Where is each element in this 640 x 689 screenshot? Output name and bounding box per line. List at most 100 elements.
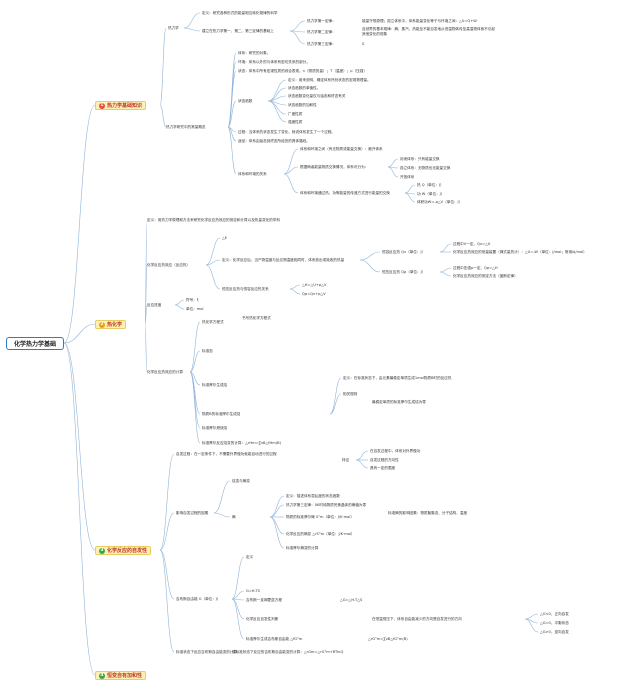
node: 定义 bbox=[246, 555, 254, 559]
connector-line bbox=[159, 512, 175, 551]
node: 非标准状态下反应的吉布斯自由能变的计算：△rGm=△rG°m+RTlnQ bbox=[232, 650, 344, 654]
node: 体系和环境通过热、功等能量的传递方式进行能量的交换 bbox=[300, 191, 390, 195]
connector-line bbox=[269, 495, 285, 518]
node: 化学反应热效应的测定方法（盖斯定律） bbox=[453, 274, 518, 278]
node: 建立在热力学第一、第二、第三定律的基础上 bbox=[202, 29, 274, 33]
node: 定义：描述体系混乱度的状态函数 bbox=[286, 494, 340, 498]
node: 标准状态下反应吉布斯自由能变的计算 bbox=[176, 650, 238, 654]
node: 特征 bbox=[342, 458, 350, 462]
connector-line bbox=[439, 267, 452, 273]
node: 自发过程的方向性 bbox=[370, 458, 399, 462]
node: 热力学第三定律：0K时纯物质完美晶体的熵值为零 bbox=[286, 503, 367, 507]
node: 化学反应热效应的计算 bbox=[147, 370, 183, 374]
connector-line bbox=[205, 237, 221, 266]
connector-line bbox=[439, 271, 452, 277]
connector-line bbox=[227, 126, 237, 175]
connector-line bbox=[329, 377, 342, 415]
connector-line bbox=[159, 27, 167, 106]
connector-line bbox=[227, 100, 237, 128]
node: △rG°m=∑νB△fG°m(B) bbox=[368, 637, 408, 641]
connector-line bbox=[289, 20, 306, 32]
connector-line bbox=[231, 598, 245, 601]
connector-line bbox=[159, 453, 175, 551]
branch-label: 化学反应的自发性 bbox=[107, 548, 148, 554]
node: 标准摩尔生成焓 bbox=[202, 383, 228, 387]
node: 定义：化学反应后，当产物温度与反应物温度相同时，体系放出或吸收的热量 bbox=[222, 258, 345, 262]
branch-number-badge: 3 bbox=[99, 547, 105, 554]
node: 在恒温恒压下，体系自由能减少的方向是自发进行的方向 bbox=[372, 617, 462, 621]
branch-label: 恒变自有加和性 bbox=[107, 673, 143, 679]
connector-line bbox=[329, 393, 342, 415]
node: 体积功W=-p△V（单位：J） bbox=[417, 200, 463, 204]
node: 状态函数变化量仅与始态和终态有关 bbox=[288, 94, 346, 98]
node: △G=0，平衡状态 bbox=[540, 621, 569, 625]
node: 标准态 bbox=[202, 349, 213, 353]
connector-line bbox=[63, 323, 96, 344]
branch-spontaneity[interactable]: 3 化学反应的自发性 bbox=[95, 546, 152, 555]
connector-line bbox=[387, 166, 399, 178]
connector-line bbox=[439, 243, 452, 253]
node: 吉布斯一亥姆霍兹方程 bbox=[246, 598, 282, 602]
connector-line bbox=[144, 323, 148, 373]
node: 孤立体系：无物质也无能量交换 bbox=[400, 166, 451, 170]
node: 功 W（单位：J） bbox=[417, 192, 445, 196]
branch-additivity[interactable]: 4 恒变自有加和性 bbox=[95, 671, 147, 680]
node: 符号：ξ bbox=[186, 298, 199, 302]
connector-line bbox=[213, 512, 231, 518]
node: 化学反应自发性判断 bbox=[246, 617, 279, 621]
connector-line bbox=[524, 618, 539, 633]
connector-line bbox=[359, 259, 381, 273]
node: △H=△U+p△V bbox=[302, 283, 327, 287]
node: 相关规则 bbox=[343, 392, 358, 396]
node: △G>0，逆向自发 bbox=[540, 630, 569, 634]
branch-label: 热化学 bbox=[107, 322, 123, 328]
node: 恒压反应热 Qp（单位：J） bbox=[382, 270, 426, 274]
root-topic[interactable]: 化学热力学基础 bbox=[6, 337, 64, 350]
node: 恒压反应热与恒容反应热关系 bbox=[222, 287, 269, 291]
branch-thermochemistry[interactable]: 2 热化学 bbox=[95, 320, 127, 329]
connector-line bbox=[355, 450, 369, 461]
connector-line bbox=[404, 192, 416, 203]
node: 化学反应的熵变 △rS°m（单位：J/K·mol） bbox=[286, 532, 355, 536]
node: 化学反应热效应（反应热） bbox=[147, 263, 191, 267]
connector-line bbox=[231, 556, 245, 600]
node: 自然界的基本规律：熵、蒸汽、热能至不能自发地从低温物体传至高温物体而不引起其他变… bbox=[362, 27, 495, 36]
node: 热化学方程式 bbox=[202, 320, 224, 324]
node: 体系和环境之间（有无物质或能量交换）：敞开体系 bbox=[300, 147, 383, 151]
connector-line bbox=[205, 264, 221, 290]
branch-thermo-basics[interactable]: 1 热力学基础知识 bbox=[95, 101, 147, 110]
connector-line bbox=[144, 304, 148, 325]
node: 恒容反应热 Qv（单位：J） bbox=[382, 250, 426, 254]
connector-line bbox=[174, 299, 185, 306]
node: △G=△H-T△S bbox=[340, 598, 363, 602]
node: S bbox=[362, 42, 365, 46]
connector-line bbox=[289, 30, 306, 45]
connector-line bbox=[159, 549, 175, 600]
root-title: 化学热力学基础 bbox=[13, 341, 56, 348]
connector-line bbox=[359, 251, 381, 261]
node: 能量守恒原理；孤立体系中，体系能量变化等于与环境之间：△U=Q+W bbox=[362, 19, 477, 23]
node: 环境：体系以外的与体系有密切关系的部分。 bbox=[238, 60, 310, 64]
node: 定义：用来说明、确定体系所处状态的宏观物理量。 bbox=[288, 78, 371, 82]
node: 途径：体系由始态到终态所经历的具体路线。 bbox=[238, 139, 310, 143]
connector-line bbox=[269, 504, 285, 518]
node: 过程：当体系的状态发生了变化，就说体系发生了一个过程。 bbox=[238, 130, 336, 134]
node: 化学反应热效应的测量装置（弹式量热计）：△U=-W（单位：J/mol；常用kJ/… bbox=[453, 250, 587, 254]
node: 状态函数的单值性。 bbox=[288, 86, 321, 90]
node: 体系和环境的关系 bbox=[238, 172, 267, 176]
node: 过程中压强p一定，Qp=△H bbox=[453, 266, 498, 270]
node: Qp=Qv+p△V bbox=[302, 292, 326, 296]
connector-line bbox=[213, 480, 231, 514]
node: 自发过程：在一定条件下，不需要外界做功就能自动进行的过程 bbox=[176, 452, 277, 456]
node: 强度性质 bbox=[288, 120, 303, 124]
node: 定义：用热力学原理和方法来研究化学反应热效应的测定和计算以及热量变化的学科 bbox=[147, 218, 280, 222]
connector-line bbox=[183, 27, 201, 32]
node: 定义：研究各种形式的能量相互转化规律的科学 bbox=[202, 11, 278, 15]
connector-line bbox=[189, 371, 201, 429]
connector-line bbox=[189, 371, 201, 444]
node: 热力学 bbox=[168, 26, 179, 30]
connector-line bbox=[63, 342, 96, 676]
branch-label: 热力学基础知识 bbox=[107, 103, 143, 109]
connector-line bbox=[205, 259, 221, 266]
